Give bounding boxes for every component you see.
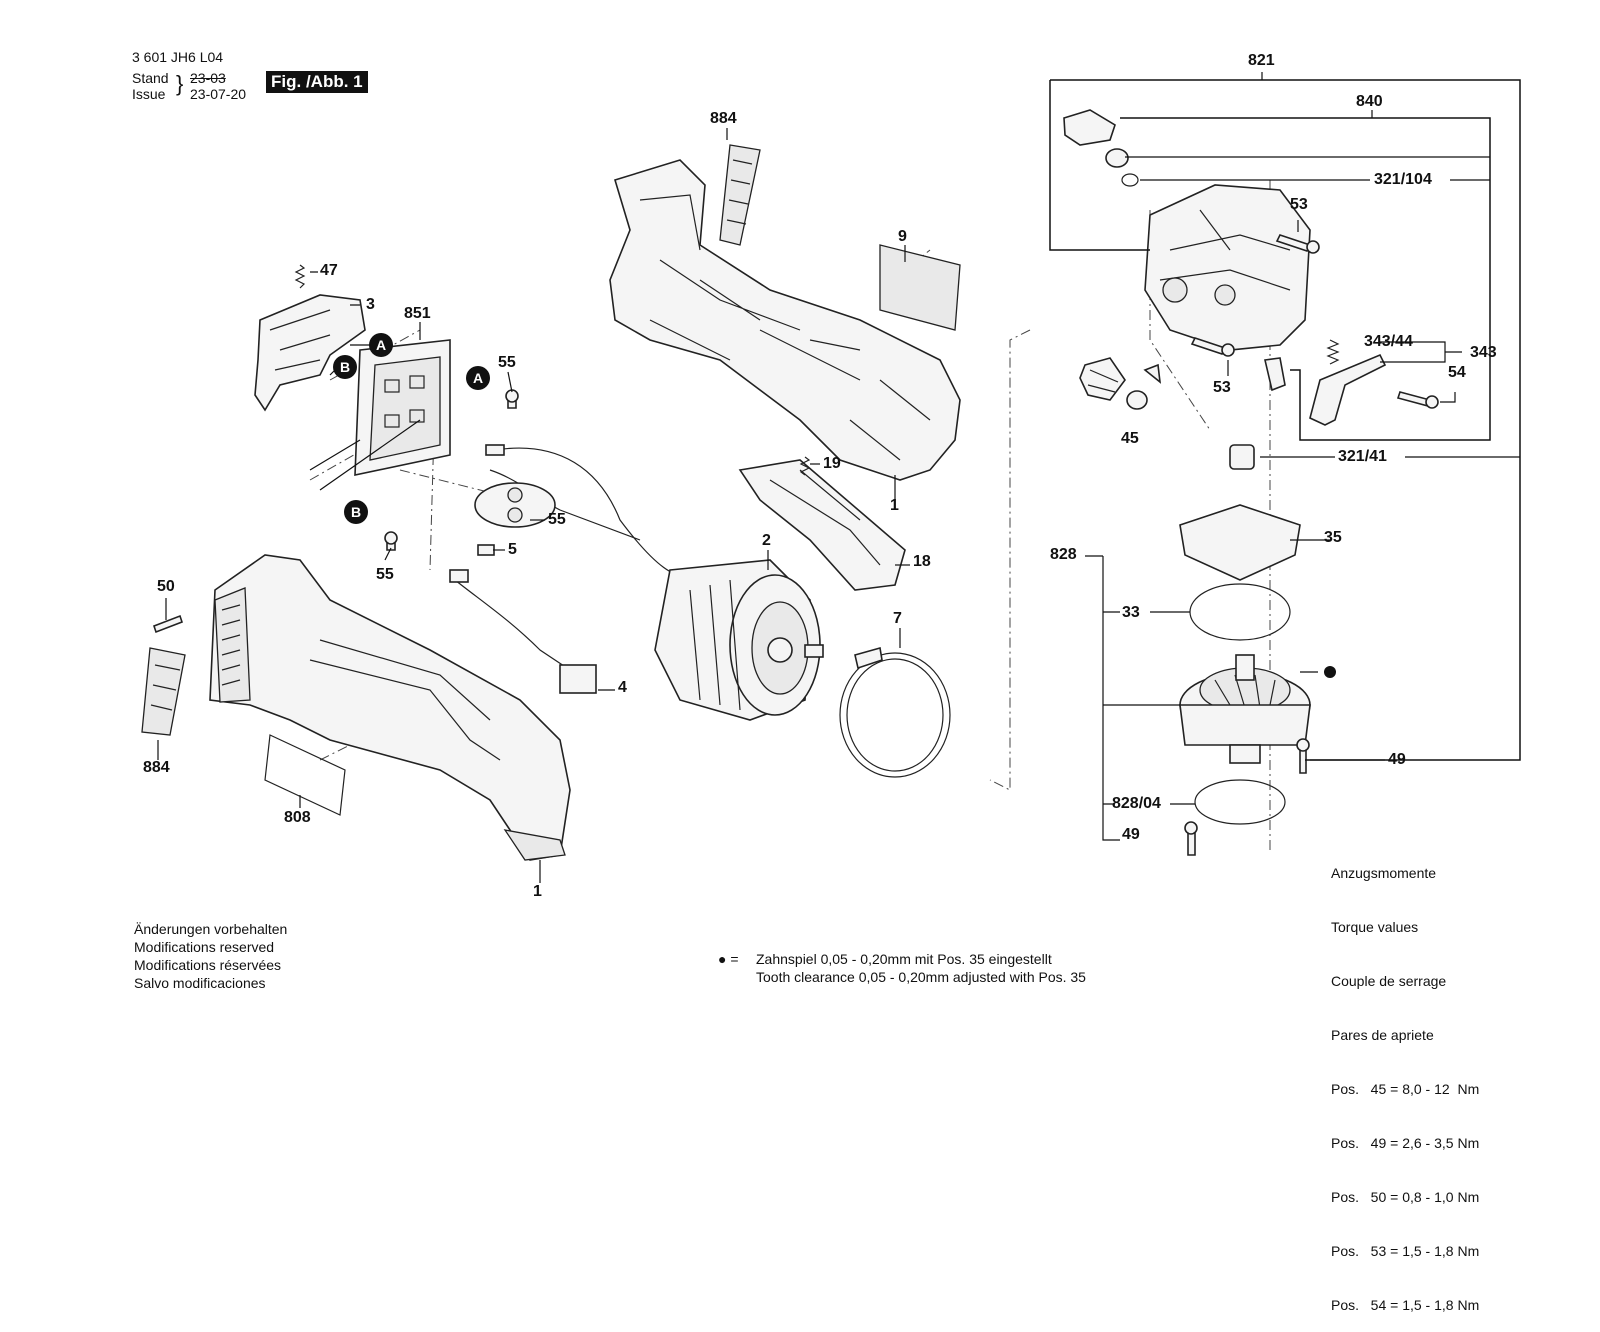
callout-828: 828	[1050, 546, 1077, 563]
callout-53-bottom: 53	[1213, 379, 1231, 396]
torque-title: Anzugsmomente	[1331, 865, 1437, 881]
modifications-notice: Änderungen vorbehalten Modifications res…	[134, 920, 287, 992]
handle-cover-drawing	[738, 456, 906, 591]
torque-title: Couple de serrage	[1331, 973, 1447, 989]
callout-4: 4	[618, 679, 627, 696]
legend-en: Tooth clearance 0,05 - 0,20mm adjusted w…	[756, 969, 1086, 985]
callout-49-right: 49	[1388, 751, 1406, 768]
exploded-view-drawing	[141, 72, 1521, 883]
callout-1-top: 1	[890, 497, 899, 514]
torque-row: Pos. 49 = 2,6 - 3,5 Nm	[1331, 1135, 1480, 1151]
part-number: 3 601 JH6 L04	[132, 49, 224, 65]
connector-badge-a-2: A	[466, 366, 490, 390]
screws-55-drawing	[384, 389, 519, 551]
callout-884-bottom: 884	[143, 759, 170, 776]
callout-55-b: 55	[548, 511, 566, 528]
torque-row: Pos. 45 = 8,0 - 12 Nm	[1331, 1081, 1480, 1097]
callout-33: 33	[1122, 604, 1140, 621]
legend-symbol: ● =	[718, 951, 739, 967]
legend-text: Zahnspiel 0,05 - 0,20mm mit Pos. 35 eing…	[756, 950, 1086, 986]
callout-828-04: 828/04	[1112, 795, 1161, 812]
callout-19: 19	[823, 455, 841, 472]
callout-9: 9	[898, 228, 907, 245]
electronics-module-drawing	[309, 339, 451, 491]
callout-884-top: 884	[710, 110, 737, 127]
legend-de: Zahnspiel 0,05 - 0,20mm mit Pos. 35 eing…	[756, 951, 1052, 967]
connector-badge-b-2: B	[344, 500, 368, 524]
connector-badge-a: A	[369, 333, 393, 357]
bracket-drawing	[254, 264, 366, 412]
callout-5: 5	[508, 541, 517, 558]
callout-45: 45	[1121, 430, 1139, 447]
callout-808: 808	[284, 809, 311, 826]
figure-label: Fig. /Abb. 1	[266, 71, 368, 93]
leader-lines	[157, 128, 910, 883]
torque-title: Torque values	[1331, 919, 1419, 935]
torque-title: Pares de apriete	[1331, 1027, 1434, 1043]
issue-label: Issue	[132, 86, 166, 102]
callout-343-44: 343/44	[1364, 333, 1413, 350]
main-housing-drawing	[141, 554, 571, 861]
connector-badge-b: B	[333, 355, 357, 379]
stand-label: Stand	[132, 70, 169, 86]
callout-49-bottom: 49	[1122, 826, 1140, 843]
callout-1-bottom: 1	[533, 883, 542, 900]
callout-840: 840	[1356, 93, 1383, 110]
modifications-es: Salvo modificaciones	[134, 975, 266, 991]
stand-value: 23-03	[190, 70, 226, 86]
group-frames	[1049, 72, 1521, 841]
clamp-ring-drawing	[839, 646, 951, 778]
modifications-de: Änderungen vorbehalten	[134, 921, 288, 937]
torque-row: Pos. 54 = 1,5 - 1,8 Nm	[1331, 1297, 1480, 1313]
callout-821: 821	[1248, 52, 1275, 69]
torque-row: Pos. 53 = 1,5 - 1,8 Nm	[1331, 1243, 1480, 1259]
callout-55-c: 55	[376, 566, 394, 583]
issue-value: 23-07-20	[190, 86, 247, 102]
callout-343: 343	[1470, 344, 1497, 361]
callout-54: 54	[1448, 364, 1466, 381]
callout-35: 35	[1324, 529, 1342, 546]
callout-3: 3	[366, 296, 375, 313]
modifications-en: Modifications reserved	[134, 939, 275, 955]
torque-row: Pos. 50 = 0,8 - 1,0 Nm	[1331, 1189, 1480, 1205]
callout-2: 2	[762, 532, 771, 549]
wiring-harness-drawing	[449, 444, 701, 694]
top-housing-drawing	[609, 144, 961, 481]
motor-drawing	[654, 559, 824, 721]
callout-321-104: 321/104	[1374, 171, 1432, 188]
modifications-fr: Modifications réservées	[134, 957, 282, 973]
callout-53-top: 53	[1290, 196, 1308, 213]
brace-glyph: }	[176, 71, 184, 96]
callout-50: 50	[157, 578, 175, 595]
callout-55-a: 55	[498, 354, 516, 371]
callout-47: 47	[320, 262, 338, 279]
torque-table: Anzugsmomente Torque values Couple de se…	[1331, 828, 1479, 1332]
callout-321-41: 321/41	[1338, 448, 1387, 465]
gear-head-drawing	[1063, 109, 1439, 856]
callout-7: 7	[893, 610, 902, 627]
callout-18: 18	[913, 553, 931, 570]
callout-851: 851	[404, 305, 431, 322]
